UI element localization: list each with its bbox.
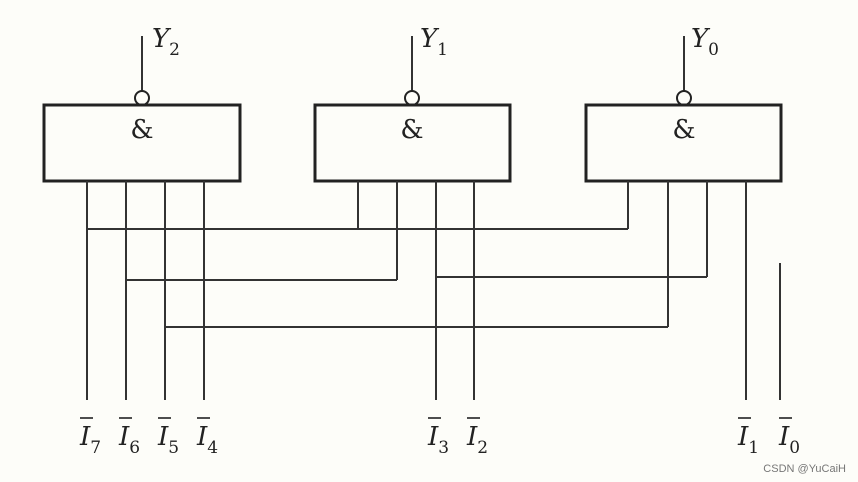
svg-text:I5: I5 [157,422,179,458]
svg-text:Y0: Y0 [691,24,719,60]
svg-text:Y2: Y2 [152,24,180,60]
input-label-i2: I2 [466,417,488,458]
svg-text:I3: I3 [427,422,449,458]
svg-text:I6: I6 [118,422,140,458]
nand-gate-y1 [313,103,512,183]
inversion-bubble-y1 [404,90,420,106]
svg-text:I1: I1 [737,422,759,458]
input-label-i6: I6 [118,417,140,458]
svg-text:Y1: Y1 [420,24,448,60]
output-label-y2: Y2 [152,24,180,60]
input-label-i0: I0 [778,417,800,458]
inversion-bubble-y2 [134,90,150,106]
svg-text:I7: I7 [79,422,101,458]
input-label-i7: I7 [79,417,101,458]
output-label-y1: Y1 [420,24,448,60]
gate-symbol-y0: & [672,115,695,145]
input-label-i3: I3 [427,417,449,458]
input-label-i4: I4 [196,417,218,458]
nand-gate-y2 [42,103,242,183]
svg-text:I0: I0 [778,422,800,458]
input-label-i1: I1 [737,417,759,458]
inversion-bubble-y0 [676,90,692,106]
svg-text:I4: I4 [196,422,218,458]
input-label-i5: I5 [157,417,179,458]
watermark: CSDN @YuCaiH [763,463,846,475]
output-label-y0: Y0 [691,24,719,60]
gate-symbol-y1: & [400,115,423,145]
nand-gate-y0 [584,103,783,183]
gate-symbol-y2: & [130,115,153,145]
svg-text:I2: I2 [466,422,488,458]
